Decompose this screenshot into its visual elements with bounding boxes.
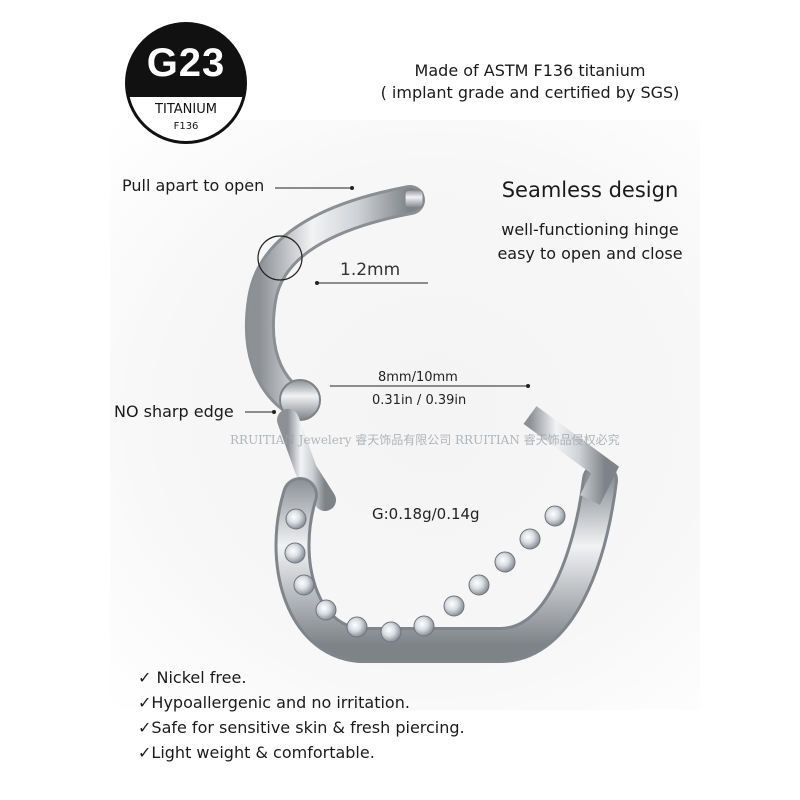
pull-apart-label: Pull apart to open [122,176,265,195]
right-bar-end [523,406,619,505]
feature-item: ✓ Nickel free. [138,668,247,687]
no-sharp-edge-leader-dot [272,410,276,414]
hinged-bar-highlight [247,188,422,417]
material-description: Made of ASTM F136 titanium ( implant gra… [330,60,730,104]
gem-stone [413,615,435,637]
product-photo-background [110,120,700,710]
gem-stone [293,574,315,596]
badge-lower-panel [128,97,244,141]
gem-stone [315,599,337,621]
feature-list: ✓ Nickel free. ✓Hypoallergenic and no ir… [138,665,465,765]
diameter-in-label: 0.31in / 0.39in [372,393,467,408]
no-sharp-edge-label: NO sharp edge [114,402,234,421]
feature-item: ✓Hypoallergenic and no irritation. [138,693,410,712]
design-line-2: easy to open and close [497,244,683,263]
diameter-mm-label: 8mm/10mm [378,370,458,385]
badge-grade: G23 [146,41,226,85]
weight-label: G:0.18g/0.14g [372,505,480,523]
gem-stone [494,551,516,573]
material-line-1: Made of ASTM F136 titanium [414,61,646,80]
feature-item: ✓Light weight & comfortable. [138,743,375,762]
gauge-label: 1.2mm [340,260,401,280]
gem-stone [285,508,307,530]
gauge-leader-dot [315,281,319,285]
gem-stone [544,505,566,527]
brand-watermark: RRUITIAN Jewelery 睿天饰品有限公司 RRUITIAN 睿天饰品… [230,433,620,447]
gem-stone [346,616,368,638]
hinge-neck [277,409,336,511]
badge-standard: F136 [173,121,199,132]
pull-apart-leader-dot [350,186,354,190]
gem-stone [468,574,490,596]
cz-gems [284,505,566,643]
design-title: Seamless design [501,178,679,202]
feature-item: ✓Safe for sensitive skin & fresh piercin… [138,718,465,737]
gauge-marker-circle [257,235,303,281]
diameter-line-dot [526,384,530,388]
badge-metal: TITANIUM [155,102,217,117]
material-line-2: ( implant grade and certified by SGS) [380,83,680,102]
design-description: well-functioning hinge easy to open and … [470,218,710,266]
bar-tip-pin [404,189,424,209]
titanium-grade-badge: G23 TITANIUM F136 [125,22,247,144]
design-line-1: well-functioning hinge [501,220,679,239]
gem-stone [380,621,402,643]
gem-stone [519,528,541,550]
gem-stone [284,542,306,564]
gem-stone [443,595,465,617]
